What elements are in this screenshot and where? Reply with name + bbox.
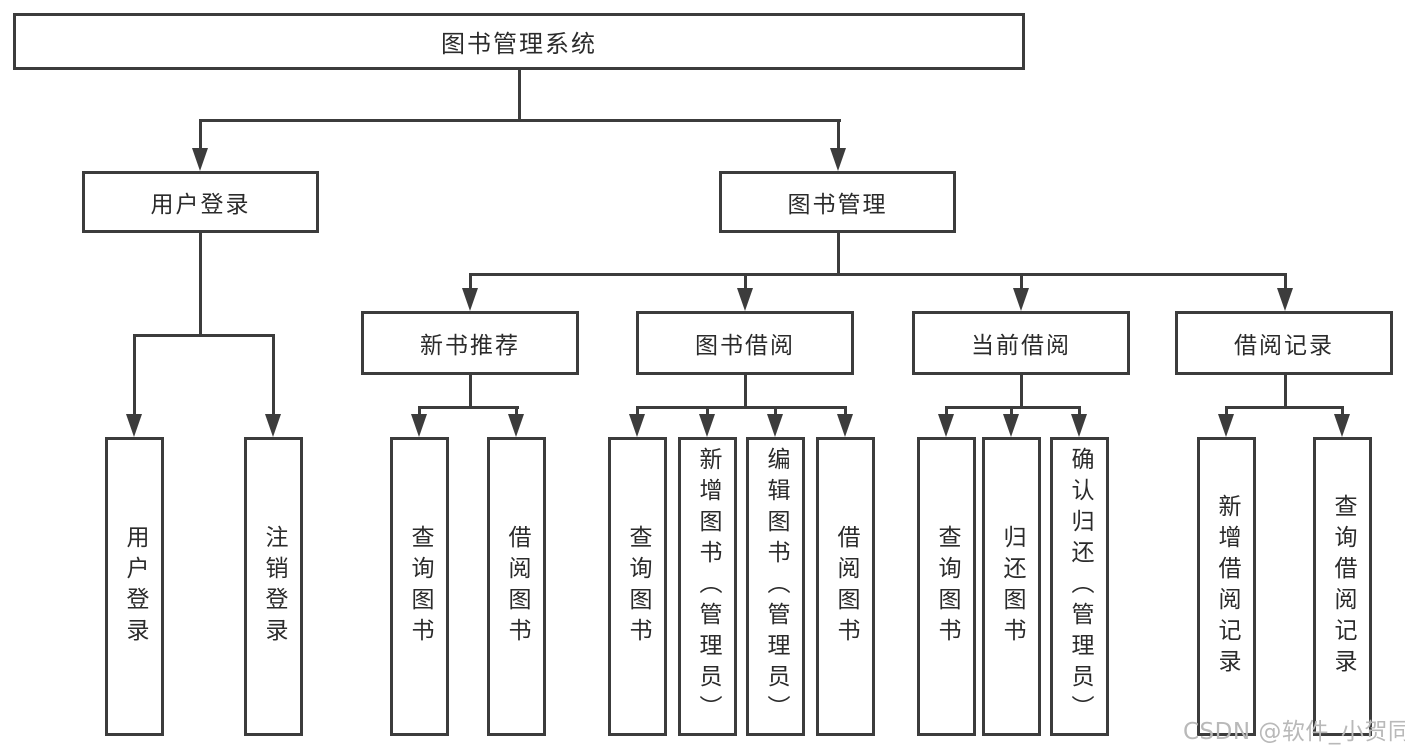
- leaf-query-book-1: 查询图书: [390, 437, 449, 736]
- edge-arrowhead-icon: [629, 414, 645, 437]
- node-book-management-label: 图书管理: [787, 192, 888, 218]
- leaf-add-book-admin-label: 新增图书（管理员）: [695, 447, 721, 726]
- edge-line: [418, 406, 421, 416]
- edge-line: [469, 273, 1287, 276]
- node-book-borrow-label: 图书借阅: [695, 333, 795, 359]
- edge-line: [469, 273, 472, 291]
- leaf-confirm-return-admin: 确认归还（管理员）: [1050, 437, 1109, 736]
- edge-line: [133, 334, 136, 416]
- watermark-text: CSDN @软件_小贺同: [1183, 719, 1405, 745]
- edge-line: [1020, 273, 1023, 291]
- edge-line: [1225, 406, 1228, 416]
- leaf-query-book-2-label: 查询图书: [625, 524, 651, 649]
- edge-arrowhead-icon: [1003, 414, 1019, 437]
- edge-line: [1284, 375, 1287, 409]
- edge-line: [837, 233, 840, 276]
- edge-arrowhead-icon: [1334, 414, 1350, 437]
- edge-arrowhead-icon: [830, 148, 846, 171]
- edge-line: [706, 406, 709, 416]
- leaf-return-book-label: 归还图书: [999, 524, 1025, 649]
- edge-line: [844, 406, 847, 416]
- edge-arrowhead-icon: [265, 414, 281, 437]
- edge-line: [636, 406, 639, 416]
- edge-line: [133, 334, 275, 337]
- edge-arrowhead-icon: [938, 414, 954, 437]
- edge-line: [199, 119, 841, 122]
- edge-arrowhead-icon: [737, 288, 753, 311]
- node-user-login-label: 用户登录: [150, 192, 251, 218]
- leaf-query-book-3-label: 查询图书: [934, 524, 960, 649]
- leaf-logout: 注销登录: [244, 437, 303, 736]
- edge-line: [199, 233, 202, 337]
- leaf-confirm-return-admin-label: 确认归还（管理员）: [1067, 447, 1093, 726]
- edge-arrowhead-icon: [837, 414, 853, 437]
- edge-line: [1284, 273, 1287, 291]
- edge-line: [744, 273, 747, 291]
- node-current-borrow: 当前借阅: [912, 311, 1130, 375]
- node-new-book-recommend-label: 新书推荐: [420, 333, 520, 359]
- node-current-borrow-label: 当前借阅: [971, 333, 1071, 359]
- edge-arrowhead-icon: [411, 414, 427, 437]
- leaf-query-book-1-label: 查询图书: [407, 524, 433, 649]
- node-root-label: 图书管理系统: [441, 30, 597, 58]
- edge-line: [515, 406, 518, 416]
- edge-arrowhead-icon: [192, 148, 208, 171]
- edge-arrowhead-icon: [462, 288, 478, 311]
- edge-line: [518, 68, 521, 122]
- edge-arrowhead-icon: [767, 414, 783, 437]
- edge-arrowhead-icon: [1071, 414, 1087, 437]
- edge-arrowhead-icon: [126, 414, 142, 437]
- edge-arrowhead-icon: [1218, 414, 1234, 437]
- edge-line: [199, 119, 202, 151]
- leaf-query-borrow-record-label: 查询借阅记录: [1330, 493, 1356, 680]
- edge-line: [636, 406, 847, 409]
- leaf-add-book-admin: 新增图书（管理员）: [678, 437, 737, 736]
- leaf-user-login: 用户登录: [105, 437, 164, 736]
- leaf-query-book-3: 查询图书: [917, 437, 976, 736]
- edge-arrowhead-icon: [1277, 288, 1293, 311]
- node-new-book-recommend: 新书推荐: [361, 311, 579, 375]
- leaf-logout-label: 注销登录: [261, 524, 287, 649]
- node-root: 图书管理系统: [13, 13, 1025, 70]
- edge-line: [469, 375, 472, 409]
- edge-arrowhead-icon: [699, 414, 715, 437]
- edge-line: [774, 406, 777, 416]
- leaf-edit-book-admin-label: 编辑图书（管理员）: [763, 447, 789, 726]
- edge-line: [945, 406, 1081, 409]
- edge-line: [837, 119, 840, 151]
- leaf-borrow-book-1-label: 借阅图书: [504, 524, 530, 649]
- edge-line: [945, 406, 948, 416]
- leaf-borrow-book-2: 借阅图书: [816, 437, 875, 736]
- leaf-query-borrow-record: 查询借阅记录: [1313, 437, 1372, 736]
- edge-line: [1078, 406, 1081, 416]
- node-borrow-records-label: 借阅记录: [1234, 333, 1334, 359]
- watermark: CSDN @软件_小贺同学: [1183, 712, 1405, 746]
- leaf-user-login-label: 用户登录: [122, 524, 148, 649]
- leaf-return-book: 归还图书: [982, 437, 1041, 736]
- edge-line: [1225, 406, 1344, 409]
- leaf-borrow-book-1: 借阅图书: [487, 437, 546, 736]
- edge-line: [418, 406, 519, 409]
- node-book-management: 图书管理: [719, 171, 956, 233]
- edge-line: [1010, 406, 1013, 416]
- leaf-add-borrow-record: 新增借阅记录: [1197, 437, 1256, 736]
- edge-arrowhead-icon: [508, 414, 524, 437]
- edge-line: [744, 375, 747, 409]
- edge-line: [1020, 375, 1023, 409]
- node-book-borrow: 图书借阅: [636, 311, 854, 375]
- leaf-edit-book-admin: 编辑图书（管理员）: [746, 437, 805, 736]
- edge-arrowhead-icon: [1013, 288, 1029, 311]
- leaf-borrow-book-2-label: 借阅图书: [833, 524, 859, 649]
- leaf-add-borrow-record-label: 新增借阅记录: [1214, 493, 1240, 680]
- edge-line: [1341, 406, 1344, 416]
- node-borrow-records: 借阅记录: [1175, 311, 1393, 375]
- node-user-login: 用户登录: [82, 171, 319, 233]
- edge-line: [272, 334, 275, 416]
- leaf-query-book-2: 查询图书: [608, 437, 667, 736]
